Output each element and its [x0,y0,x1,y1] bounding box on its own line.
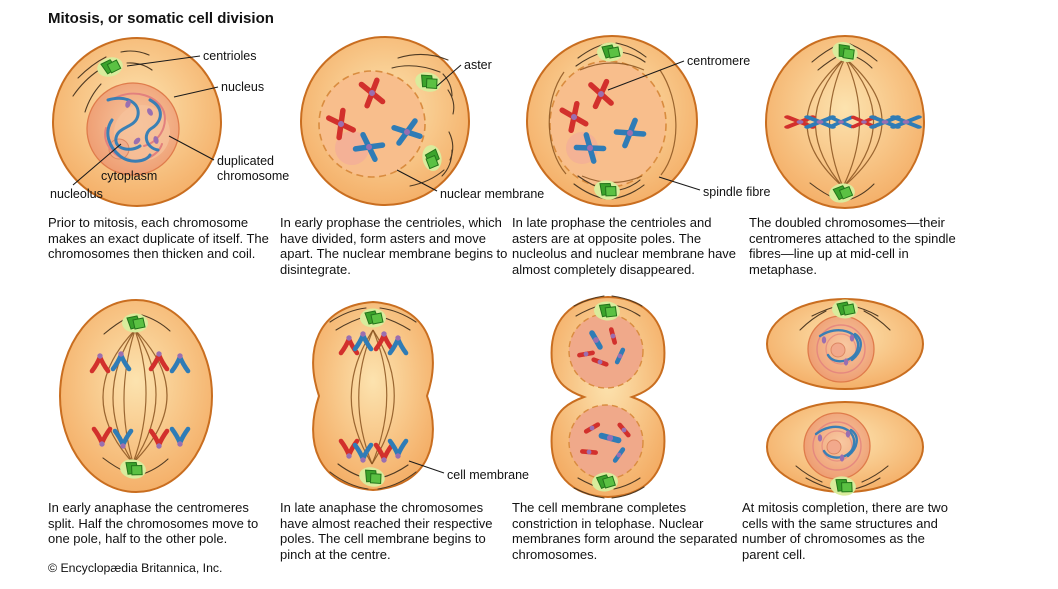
cell-early-prophase [300,36,470,206]
label-duplicated-chromosome: duplicated chromosome [217,154,290,183]
cell-late-anaphase [312,300,434,492]
cell-metaphase [765,35,925,209]
label-nuclear-membrane: nuclear membrane [440,187,545,201]
centriole-icon [121,313,149,333]
cell-telophase [550,295,666,499]
caption-late-prophase: In late prophase the centrioles and aste… [512,215,737,277]
label-cell-membrane: cell membrane [447,468,529,482]
centriole-icon [359,308,387,328]
caption-early-anaphase: In early anaphase the centromeres split.… [48,500,259,547]
caption-completion: At mitosis completion, there are two cel… [742,500,948,562]
caption-early-prophase: In early prophase the centrioles, which … [280,215,508,277]
figure-title: Mitosis, or somatic cell division [48,10,274,27]
label-spindle-fibre: spindle fibre [703,185,771,199]
label-aster: aster [464,58,492,72]
leader-lines [72,55,701,474]
caption-late-anaphase: In late anaphase the chromosomes have al… [280,500,493,562]
caption-metaphase: The doubled chromosomes—their centromere… [749,215,956,277]
caption-telophase: The cell membrane completes constriction… [512,500,738,562]
caption-interphase: Prior to mitosis, each chromosome makes … [48,215,269,262]
label-centromere: centromere [687,54,751,68]
copyright-notice: © Encyclopædia Britannica, Inc. [48,561,223,575]
label-cytoplasm: cytoplasm [101,169,158,183]
label-centrioles: centrioles [203,49,257,63]
centriole-icon [596,42,624,62]
cell-late-prophase [526,35,698,207]
label-nucleus: nucleus [221,80,265,94]
cell-interphase [52,37,222,207]
cell-completion [766,298,924,499]
label-nucleolus: nucleolus [50,187,103,201]
centriole-icon [831,299,859,319]
cell-early-anaphase [59,299,213,493]
